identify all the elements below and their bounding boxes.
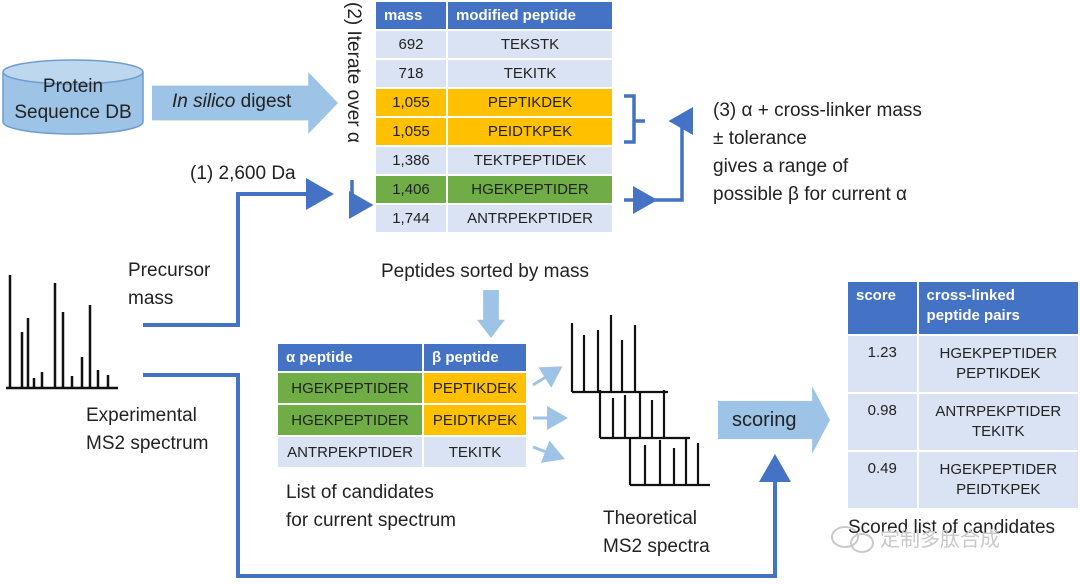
mass-cell: 692: [376, 31, 446, 58]
mass-cell: 1,406: [376, 176, 446, 203]
step3-line-2: ± tolerance: [713, 128, 807, 149]
step3-line-3: gives a range of: [713, 156, 849, 177]
precursor-mass-label: Precursor mass: [128, 257, 210, 313]
candidate-pairs-table: α peptide β peptide HGEKPEPTIDER PEPTIKD…: [276, 342, 528, 469]
step1-mass-label: (1) 2,600 Da: [190, 163, 296, 184]
mass-cell: 1,744: [376, 205, 446, 232]
in-silico-italic: In silico: [172, 91, 236, 112]
experimental-spectrum-icon: [6, 275, 118, 390]
peptide-column-header: modified peptide: [448, 2, 612, 29]
score-cell: 1.23: [848, 336, 917, 392]
table-row: 1,055 PEPTIKDEK: [376, 89, 612, 116]
mass-column-header: mass: [376, 2, 446, 29]
mass-cell: 1,386: [376, 147, 446, 174]
beta-cell: TEKITK: [424, 437, 526, 467]
pair-cell: HGEKPEPTIDER PEIDTKPEK: [918, 452, 1078, 508]
peptide-cell: ANTRPEKPTIDER: [448, 205, 612, 232]
candidates-caption-line-1: List of candidates: [286, 482, 434, 503]
pair-beta: PEIDTKPEK: [956, 481, 1041, 498]
step3-line-4: possible β for current α: [713, 184, 908, 205]
precursor-line-1: Precursor: [128, 260, 211, 281]
beta-column-header: β peptide: [424, 344, 526, 371]
peptide-cell: HGEKPEPTIDER: [448, 176, 612, 203]
watermark-text: 定制多肽合成: [880, 529, 1000, 551]
alpha-cell: HGEKPEPTIDER: [278, 373, 422, 403]
experimental-line-2: MS2 spectrum: [86, 433, 209, 454]
range-bracket: [624, 94, 693, 214]
pairs-header-line-1: cross-linked: [926, 287, 1015, 304]
in-silico-digest-label: In silico digest: [172, 88, 291, 116]
step3-line-1: (3) α + cross-linker mass: [713, 100, 922, 121]
step3-description: (3) α + cross-linker mass ± tolerance gi…: [713, 97, 922, 209]
pair-alpha: HGEKPEPTIDER: [939, 461, 1058, 478]
pairs-header-line-2: peptide pairs: [926, 307, 1020, 324]
table-row: 692 TEKSTK: [376, 31, 612, 58]
pair-cell: ANTRPEKPTIDER TEKITK: [918, 394, 1078, 450]
table-row: 0.98 ANTRPEKPTIDER TEKITK: [848, 394, 1078, 450]
experimental-spectrum-label: Experimental MS2 spectrum: [86, 402, 208, 458]
scoring-label: scoring: [732, 409, 797, 431]
table-row: 718 TEKITK: [376, 60, 612, 87]
alpha-cell: HGEKPEPTIDER: [278, 405, 422, 435]
sorted-peptide-table: mass modified peptide 692 TEKSTK 718 TEK…: [374, 0, 614, 234]
peptide-cell: PEPTIKDEK: [448, 89, 612, 116]
theoretical-spectra-label: Theoretical MS2 spectra: [603, 505, 710, 561]
beta-cell: PEPTIKDEK: [424, 373, 526, 403]
peptides-sorted-caption: Peptides sorted by mass: [381, 261, 590, 282]
table-row: 1,406 HGEKPEPTIDER: [376, 176, 612, 203]
candidates-caption-line-2: for current spectrum: [286, 510, 456, 531]
score-cell: 0.98: [848, 394, 917, 450]
digest-word: digest: [235, 91, 292, 112]
database-cylinder-icon: [2, 59, 144, 135]
table-row: 1,386 TEKTPEPTIDEK: [376, 147, 612, 174]
mass-table-header-row: mass modified peptide: [376, 2, 612, 29]
step2-iterate-label: (2) Iterate over α: [343, 2, 364, 143]
peptide-cell: TEKITK: [448, 60, 612, 87]
table-row: 1.23 HGEKPEPTIDER PEPTIKDEK: [848, 336, 1078, 392]
alpha-cell: ANTRPEKPTIDER: [278, 437, 422, 467]
mass-cell: 718: [376, 60, 446, 87]
peptide-cell: PEIDTKPEK: [448, 118, 612, 145]
scored-list-caption: Scored list of candidates: [848, 517, 1056, 538]
table-row: HGEKPEPTIDER PEIDTKPEK: [278, 405, 526, 435]
peptide-cell: TEKSTK: [448, 31, 612, 58]
score-cell: 0.49: [848, 452, 917, 508]
spectrum-to-scoring-connector: [143, 373, 791, 578]
theoretical-line-1: Theoretical: [603, 508, 697, 529]
watermark-icon: [831, 526, 874, 553]
pairs-column-header: cross-linked peptide pairs: [918, 282, 1078, 334]
peptide-cell: TEKTPEPTIDEK: [448, 147, 612, 174]
score-column-header: score: [848, 282, 917, 334]
candidates-header-row: α peptide β peptide: [278, 344, 526, 371]
candidate-to-spectra-arrows: [532, 366, 568, 463]
mass-cell: 1,055: [376, 89, 446, 116]
table-row: 1,055 PEIDTKPEK: [376, 118, 612, 145]
protein-db-label: Protein Sequence DB: [3, 74, 143, 126]
table-row: ANTRPEKPTIDER TEKITK: [278, 437, 526, 467]
protein-db-line-1: Protein: [42, 76, 104, 97]
theoretical-line-2: MS2 spectra: [603, 536, 710, 557]
score-header-row: score cross-linked peptide pairs: [848, 282, 1078, 334]
theoretical-spectra-icon: [570, 315, 710, 487]
iterate-arrow: [349, 180, 374, 219]
beta-cell: PEIDTKPEK: [424, 405, 526, 435]
precursor-connector-arrow: [143, 178, 334, 327]
mass-cell: 1,055: [376, 118, 446, 145]
candidates-caption: List of candidates for current spectrum: [286, 479, 456, 535]
pair-beta: TEKITK: [972, 423, 1025, 440]
protein-db-line-2: Sequence DB: [14, 102, 132, 123]
alpha-column-header: α peptide: [278, 344, 422, 371]
pair-alpha: HGEKPEPTIDER: [939, 345, 1058, 362]
table-row: HGEKPEPTIDER PEPTIKDEK: [278, 373, 526, 403]
table-row: 0.49 HGEKPEPTIDER PEIDTKPEK: [848, 452, 1078, 508]
pair-alpha: ANTRPEKPTIDER: [935, 403, 1062, 420]
experimental-line-1: Experimental: [86, 405, 197, 426]
pair-cell: HGEKPEPTIDER PEPTIKDEK: [918, 336, 1078, 392]
scored-candidates-table: score cross-linked peptide pairs 1.23 HG…: [846, 280, 1080, 510]
precursor-line-2: mass: [128, 288, 174, 309]
table-row: 1,744 ANTRPEKPTIDER: [376, 205, 612, 232]
pair-beta: PEPTIKDEK: [956, 365, 1041, 382]
